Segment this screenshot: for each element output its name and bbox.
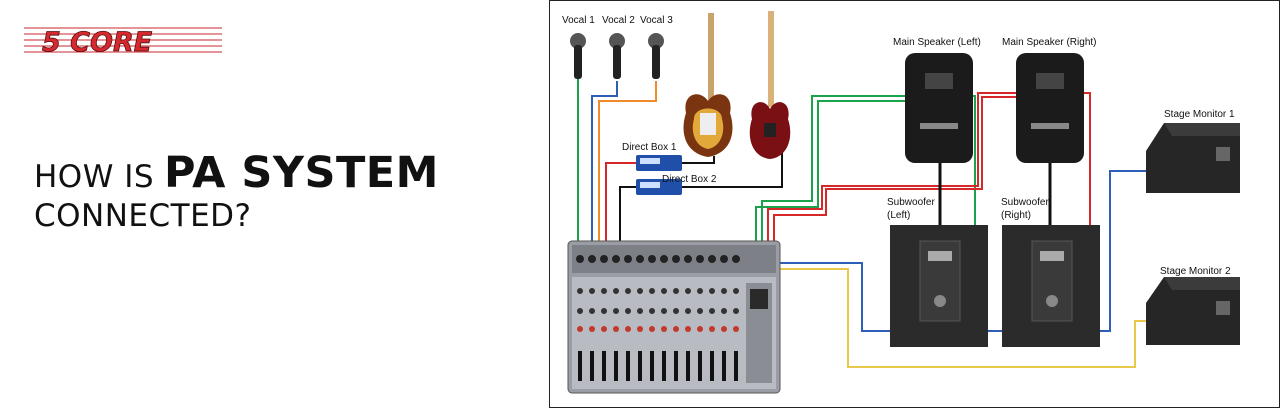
cable-sub-left <box>755 100 970 253</box>
subwoofer-right-label-line1: Subwoofer <box>1001 197 1049 208</box>
title-line-2: CONNECTED? <box>34 198 252 234</box>
vocal-3-label: Vocal 3 <box>640 15 673 26</box>
bass-guitar <box>749 11 791 159</box>
microphone-2 <box>609 33 625 79</box>
subwoofer-left <box>890 163 988 347</box>
main-speaker-left <box>905 53 973 163</box>
main-speaker-right-label: Main Speaker (Right) <box>1002 37 1097 48</box>
brand-logo: 5 CORE <box>24 24 222 58</box>
subwoofer-left-label-line2: (Left) <box>887 209 911 221</box>
vocal-2-label: Vocal 2 <box>602 15 635 26</box>
main-speaker-right <box>1016 53 1084 163</box>
subwoofer-left-label: Subwoofer (Left) <box>887 197 935 222</box>
microphone-3 <box>648 33 664 79</box>
stage-monitor-1-label: Stage Monitor 1 <box>1164 109 1235 120</box>
microphone-1 <box>570 33 586 79</box>
stage-monitor-2 <box>1146 277 1240 345</box>
page-title: HOW IS PA SYSTEM CONNECTED? <box>34 152 514 232</box>
cable-monitor-2 <box>778 268 1150 368</box>
cable-vocal-3 <box>598 81 657 256</box>
microphones <box>570 33 664 79</box>
cable-sub-right <box>773 96 1083 253</box>
title-emphasis: PA SYSTEM <box>164 148 439 198</box>
cable-guitar <box>682 156 715 164</box>
stage-monitor-2-label: Stage Monitor 2 <box>1160 266 1231 277</box>
subwoofer-right-label-line2: (Right) <box>1001 209 1032 221</box>
direct-box-1-label: Direct Box 1 <box>622 142 677 153</box>
title-prefix: HOW IS <box>34 159 155 195</box>
main-speaker-left-label: Main Speaker (Left) <box>893 37 981 48</box>
electric-guitar <box>683 13 733 157</box>
direct-boxes <box>636 155 682 195</box>
cable-vocal-2 <box>591 81 618 256</box>
vocal-1-label: Vocal 1 <box>562 15 595 26</box>
stage-monitor-1 <box>1146 123 1240 193</box>
cable-direct-box-2 <box>619 186 636 256</box>
direct-box-2-label: Direct Box 2 <box>662 174 717 185</box>
pa-system-diagram: Vocal 1 Vocal 2 Vocal 3 Direct Box 1 Dir… <box>549 0 1280 408</box>
cable-direct-box-1 <box>605 162 636 256</box>
svg-text:5 CORE: 5 CORE <box>42 27 153 56</box>
subwoofer-right-label: Subwoofer (Right) <box>1001 197 1049 222</box>
mixer <box>567 240 781 394</box>
subwoofer-left-label-line1: Subwoofer <box>887 197 935 208</box>
cable-main-right <box>767 92 1091 282</box>
subwoofer-right <box>1002 163 1100 347</box>
